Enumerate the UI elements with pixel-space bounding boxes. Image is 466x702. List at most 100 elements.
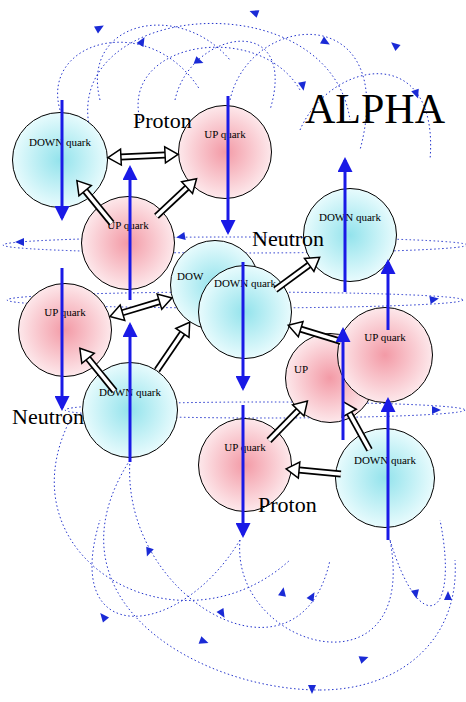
particle-label: Proton (258, 494, 317, 516)
arrow-outline (269, 410, 298, 440)
arrow-fill (121, 155, 165, 157)
field-arrowhead (94, 22, 106, 33)
field-arrowhead (429, 294, 439, 303)
hollow-arrowhead (165, 147, 178, 163)
arrow-fill (157, 333, 182, 370)
arrow-fill (88, 358, 114, 391)
quark-circle-shape (19, 284, 112, 377)
arrow-fill (269, 410, 298, 440)
quark-label: UP quark (18, 306, 112, 318)
hollow-arrowhead (110, 305, 125, 320)
field-arrowhead (389, 39, 401, 51)
spin-arrow (129, 168, 132, 300)
arrow-outline (121, 155, 165, 157)
force-arrow (157, 322, 190, 370)
quark-outline (18, 283, 112, 377)
field-loop (390, 520, 445, 606)
down-quark-circle: DOWN quark (198, 265, 292, 359)
dotted-field-lines (3, 23, 466, 690)
arrow-outline (275, 265, 309, 290)
hollow-arrowhead (182, 179, 197, 194)
quark-outline (335, 428, 435, 528)
field-arrowhead (411, 589, 420, 599)
quark-label: DOW (177, 270, 203, 282)
quark-label: UP quark (81, 219, 175, 231)
force-arrow (342, 402, 369, 450)
arrow-outline (85, 191, 112, 223)
spin-arrow (242, 262, 245, 388)
arrow-fill (156, 188, 187, 217)
force-arrow (77, 181, 112, 224)
arrow-fill (275, 265, 309, 290)
field-arrowhead (194, 56, 205, 67)
down-quark-circle: DOWN quark (12, 112, 108, 208)
arrow-outline (301, 329, 341, 341)
spin-arrow (387, 262, 390, 330)
arrow-outline (349, 413, 369, 450)
arrow-fill (301, 329, 341, 341)
quark-circle-shape (199, 266, 292, 359)
particle-label: Proton (133, 110, 192, 132)
force-arrow (80, 348, 115, 391)
force-arrow (156, 179, 196, 217)
field-arrowhead (307, 590, 318, 602)
hollow-arrowhead (77, 181, 91, 196)
quark-circle-shape (179, 106, 272, 199)
force-arrow (269, 401, 307, 440)
force-arrow (110, 294, 172, 320)
spin-arrow (61, 268, 64, 408)
particle-label: Neutron (12, 406, 84, 428)
force-arrow (288, 321, 341, 341)
spin-arrow (61, 100, 64, 218)
arrow-outline (88, 358, 114, 391)
field-arrowhead (143, 547, 154, 558)
quark-label: UP (294, 363, 308, 375)
spin-arrow-group (62, 96, 388, 540)
hollow-arrowhead (304, 257, 319, 271)
quark-label: DOWN quark (12, 136, 108, 148)
field-arrowhead (97, 611, 109, 623)
arrow-outline (122, 302, 159, 313)
quark-circle-shape (13, 113, 108, 208)
field-loop (97, 25, 230, 100)
field-arrowhead (432, 406, 441, 414)
quark-label: UP quark (178, 128, 272, 140)
up-quark-circle: UP quark (337, 307, 433, 403)
arrow-fill (349, 413, 369, 450)
quark-label: DOWN quark (335, 454, 435, 466)
quark-label: UP quark (337, 331, 433, 343)
field-loop (320, 560, 455, 690)
field-loop (175, 41, 275, 110)
force-arrow (286, 462, 341, 478)
arrow-outline (156, 188, 187, 217)
quark-outline (337, 307, 433, 403)
arrow-fill (85, 191, 112, 223)
arrow-outline (157, 333, 182, 370)
spin-arrow (387, 400, 390, 540)
spin-arrow (342, 330, 345, 440)
force-arrow (275, 257, 319, 290)
field-arrowhead (15, 238, 24, 246)
field-loop (58, 42, 200, 110)
quark-label: DOWN quark (303, 211, 397, 223)
field-arrowheads (15, 7, 452, 694)
hollow-arrowhead (157, 294, 172, 309)
diagram-title: ALPHA (305, 88, 445, 130)
field-arrowhead (248, 7, 259, 18)
field-arrowhead (278, 586, 287, 596)
spin-arrow (129, 325, 132, 462)
field-arrowhead (359, 653, 370, 664)
field-arrowhead (444, 591, 452, 600)
down-quark-circle: DOWN quark (335, 428, 435, 528)
up-quark-circle: UP quark (18, 283, 112, 377)
field-arrowhead (308, 685, 316, 694)
field-loop (240, 540, 394, 642)
hollow-arrowhead (286, 462, 300, 478)
spin-arrow (227, 96, 230, 232)
spin-arrow (242, 405, 245, 535)
hollow-arrowhead (288, 321, 303, 336)
particle-label: Neutron (252, 228, 324, 250)
field-arrowhead (199, 636, 210, 647)
field-arrowhead (175, 232, 185, 241)
hollow-arrowhead (108, 149, 121, 165)
